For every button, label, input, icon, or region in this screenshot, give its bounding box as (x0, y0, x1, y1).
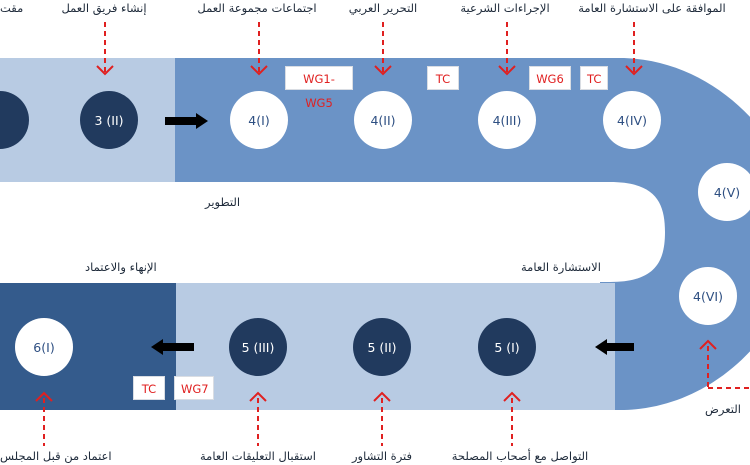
arrow-up-exposure (699, 339, 750, 389)
arrow-down-arabic-editing (374, 22, 392, 76)
arrow-up-stakeholders (503, 391, 521, 446)
arrow-up-public-comments (249, 391, 267, 446)
tag-tc-top-1: TC (427, 66, 459, 90)
label-wg-creation: إنشاء فريق العمل (61, 1, 147, 15)
stage-circle-4v: 4(V) (698, 163, 750, 221)
section-label-finalization: الإنهاء والاعتماد (85, 260, 157, 274)
label-arabic-editing: التحرير العربي (348, 1, 418, 15)
label-consultation-period: فترة التشاور (351, 449, 413, 463)
stage-circle-4iii: 4(III) (478, 91, 536, 149)
red-arrows-top (96, 22, 643, 76)
arrow-down-legal (498, 22, 516, 76)
stage-circle-6i: 6(I) (15, 318, 73, 376)
arrow-up-council (35, 391, 53, 446)
label-public-comments: استقبال التعليقات العامة (200, 449, 316, 463)
stage-circle-5ii: 5 (II) (353, 318, 411, 376)
arrow-up-consultation-period (373, 391, 391, 446)
process-arrow-left-2 (151, 339, 194, 355)
tag-wg7: WG7 (174, 376, 214, 400)
label-stakeholder-outreach: التواصل مع أصحاب المصلحة (451, 449, 589, 463)
label-legal-procedures: الإجراءات الشرعية (460, 1, 550, 15)
section-label-development: التطوير (205, 195, 241, 209)
stage-circle-5iii: 5 (III) (229, 318, 287, 376)
tag-tc-bottom: TC (133, 376, 165, 400)
stage-circle-4i: 4(I) (230, 91, 288, 149)
label-exposure: التعرض (705, 402, 741, 416)
tag-tc-top-2: TC (580, 66, 608, 90)
arrow-down-wg-meetings (250, 22, 268, 76)
arrow-down-wg-creation (96, 22, 114, 76)
stage-circle-3ii: 3 (II) (80, 91, 138, 149)
tag-wg1-wg5: WG1-WG5 (285, 66, 353, 110)
section-label-public-consultation: الاستشارة العامة (521, 260, 601, 274)
label-council-approval: اعتماد من قبل المجلس (0, 449, 112, 463)
label-public-consultation-approval: الموافقة على الاستشارة العامة (578, 1, 726, 15)
tag-wg6: WG6 (529, 66, 571, 90)
stage-circle-4iv: 4(IV) (603, 91, 661, 149)
label-truncated-left: مقت (0, 1, 24, 15)
red-arrows-bottom (35, 339, 750, 446)
stage-circle-4ii: 4(II) (354, 91, 412, 149)
process-arrow-left-1 (595, 339, 634, 355)
stage-circle-4vi: 4(VI) (679, 267, 737, 325)
process-arrow-right (165, 113, 208, 129)
label-wg-meetings: اجتماعات مجموعة العمل (197, 1, 317, 15)
arrow-down-approval (625, 22, 643, 76)
stage-circle-5i: 5 (I) (478, 318, 536, 376)
